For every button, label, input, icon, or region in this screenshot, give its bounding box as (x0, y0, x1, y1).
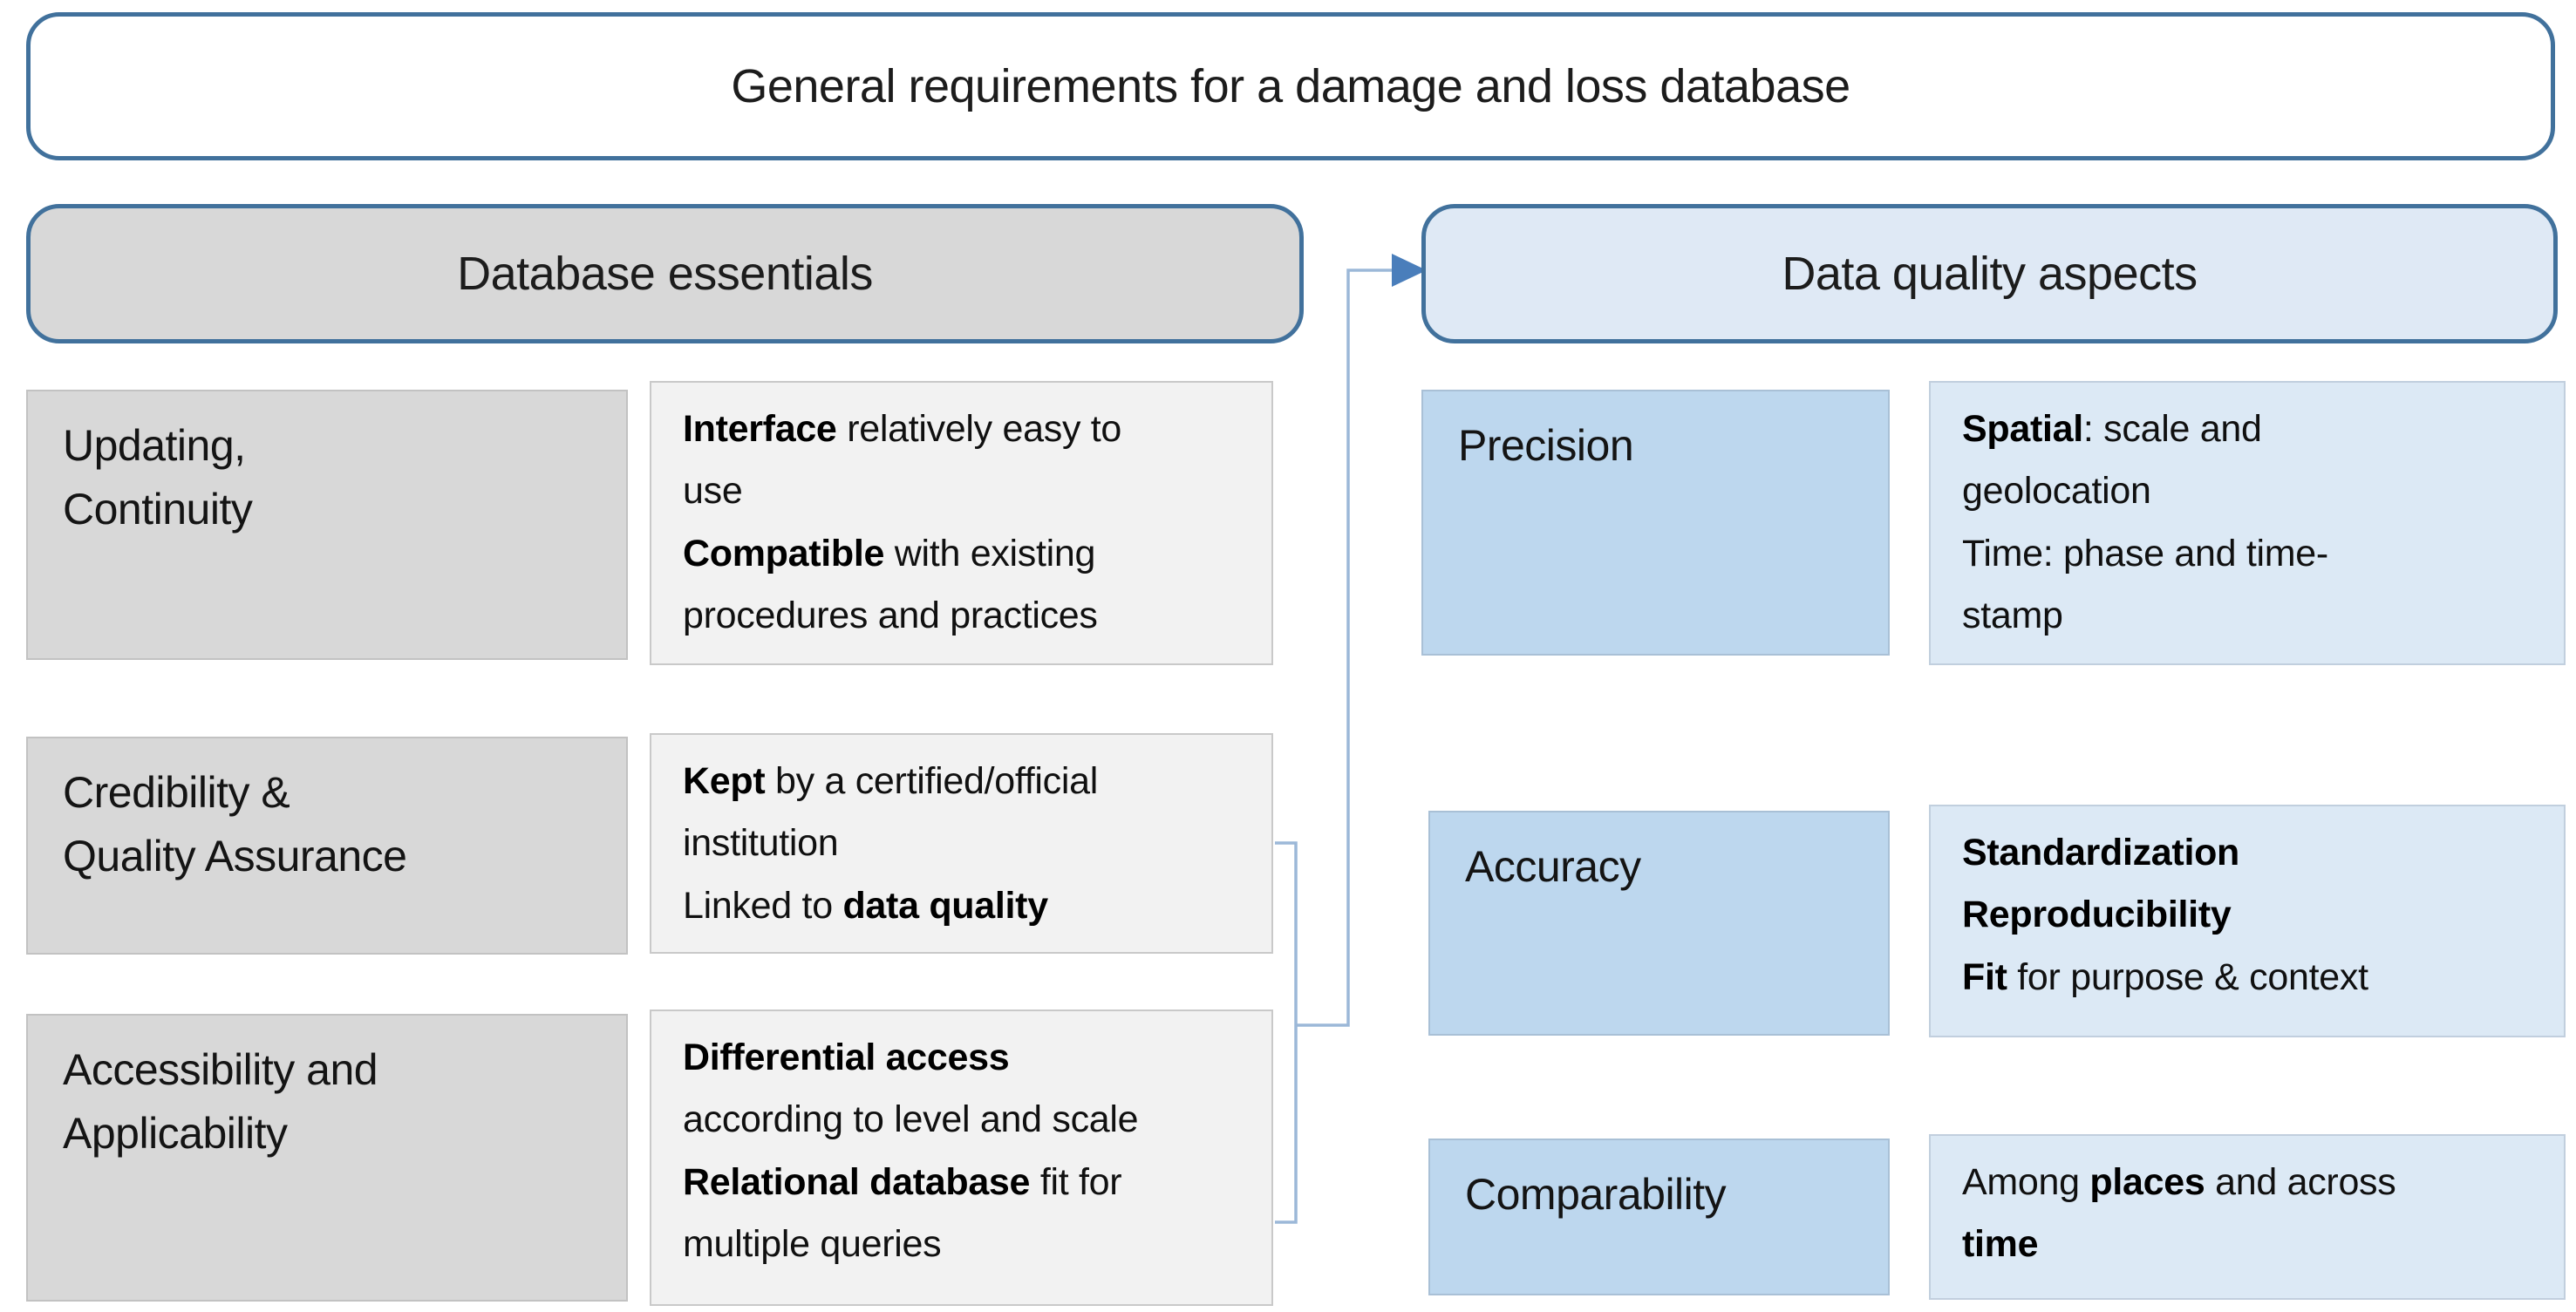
right-row-label-comparability: Comparability (1428, 1139, 1890, 1295)
connector-line (1296, 269, 1395, 1027)
page-title: General requirements for a damage and lo… (731, 60, 1850, 112)
title-box: General requirements for a damage and lo… (26, 12, 2555, 160)
right-row-label-accuracy: Accuracy (1428, 811, 1890, 1036)
left-row-label-updating-continuity: Updating,Continuity (26, 390, 628, 660)
connector-bracket (1275, 841, 1298, 1224)
left-row-label-credibility-quality: Credibility &Quality Assurance (26, 737, 628, 955)
header-database-essentials: Database essentials (26, 204, 1304, 343)
header-data-quality-aspects: Data quality aspects (1421, 204, 2558, 343)
header-database-essentials-label: Database essentials (457, 248, 873, 300)
right-row-label-precision: Precision (1421, 390, 1890, 656)
header-data-quality-aspects-label: Data quality aspects (1782, 248, 2198, 300)
